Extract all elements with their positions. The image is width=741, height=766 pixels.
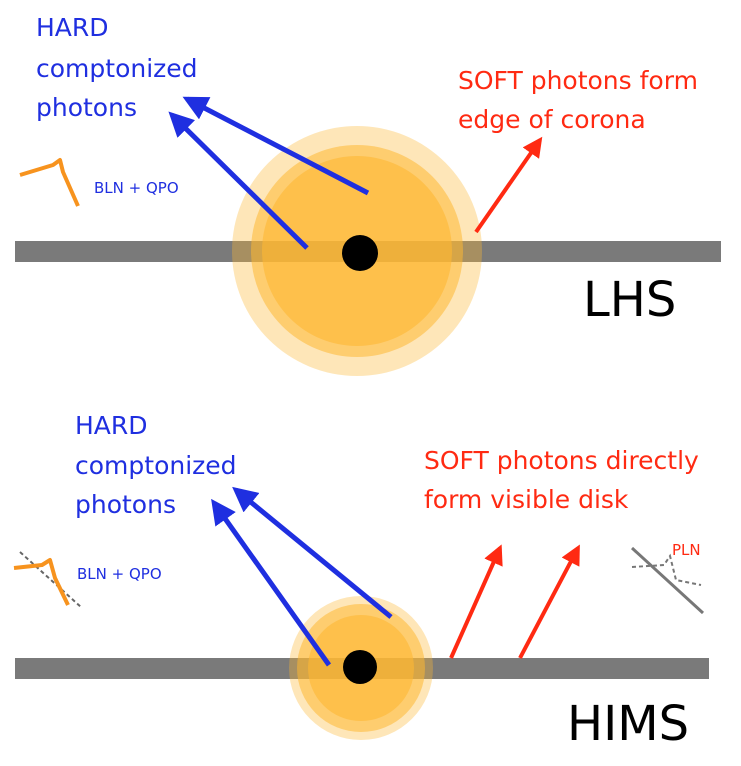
lhs-hard-arrow-2 <box>182 96 370 196</box>
lhs-hard-label: HARD comptonized photons <box>36 13 205 122</box>
hims-black-hole <box>343 650 377 684</box>
lhs-hard-arrow-1 <box>168 111 309 250</box>
hims-hard-arrow-1 <box>211 498 332 667</box>
hims-hard-label: HARD comptonized photons <box>75 411 244 519</box>
lhs-black-hole <box>342 235 378 271</box>
hims-pds-right-dashed <box>631 553 702 586</box>
hims-soft-arrow-1 <box>449 544 503 659</box>
hims-soft-label: SOFT photons directly form visible disk <box>424 446 707 514</box>
lhs-soft-arrow <box>474 136 543 234</box>
hims-state-label: HIMS <box>567 696 689 752</box>
hims-panel: HARD comptonized photons SOFT photons di… <box>13 411 709 752</box>
hims-pds-left-label: BLN + QPO <box>77 565 162 583</box>
hims-pds-right-label: PLN <box>672 541 701 559</box>
lhs-pds-curve <box>19 158 80 207</box>
lhs-pds-label: BLN + QPO <box>94 179 179 197</box>
hims-pds-left-curve <box>13 558 70 606</box>
lhs-panel: HARD comptonized photons SOFT photons fo… <box>15 13 721 376</box>
hims-hard-arrow-2 <box>232 486 393 619</box>
hims-pds-right-line <box>630 546 705 615</box>
hims-soft-arrow-2 <box>518 544 580 659</box>
lhs-state-label: LHS <box>583 272 676 328</box>
lhs-soft-label: SOFT photons form edge of corona <box>458 66 706 134</box>
